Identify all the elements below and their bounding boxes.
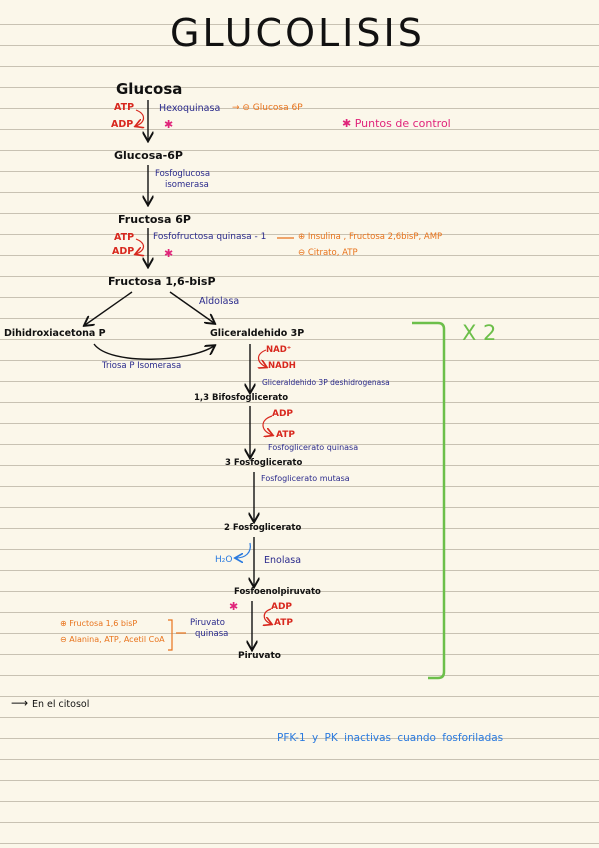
atp-curve-hexoquinasa bbox=[136, 109, 144, 126]
note-phosphorylation: PFK-1 y PK inactivas cuando fosforiladas bbox=[277, 732, 504, 744]
note-location-arrow: ⟶ bbox=[11, 696, 29, 710]
note-location: En el citosol bbox=[32, 699, 90, 710]
enzyme-aldolasa: Aldolasa bbox=[199, 296, 240, 307]
pk-regulation-bracket bbox=[168, 619, 173, 651]
metabolite-13-bifosfoglicerato: 1,3 Bifosfoglicerato bbox=[194, 393, 289, 403]
metabolite-glucosa: Glucosa bbox=[116, 80, 183, 98]
metabolite-glucosa-6p: Glucosa-6P bbox=[114, 149, 183, 162]
control-asterisk-hexoquinasa: ✱ bbox=[164, 118, 174, 131]
adp-curve-pgk bbox=[262, 415, 272, 435]
cofactor-atp-pgk: ATP bbox=[276, 430, 296, 440]
enzyme-piruvato-quinasa-line1: Piruvato bbox=[190, 618, 225, 628]
legend-puntos-de-control: ✱ Puntos de control bbox=[342, 117, 451, 130]
multiplier-x2: X 2 bbox=[462, 321, 497, 345]
metabolite-gliceraldehido-3p: Gliceraldehido 3P bbox=[210, 328, 305, 339]
metabolite-2-fosfoglicerato: 2 Fosfoglicerato bbox=[224, 523, 302, 533]
enzyme-fosfoglicerato-quinasa: Fosfoglicerato quinasa bbox=[268, 443, 359, 452]
cofactor-adp-pgk: ADP bbox=[272, 409, 294, 419]
metabolite-fructosa-16-bisp: Fructosa 1,6-bisP bbox=[108, 275, 216, 288]
enzyme-gliceraldehido-3p-deshidrogenasa: Gliceraldehido 3P deshidrogenasa bbox=[262, 378, 390, 387]
arrow-f16bp-to-dhap bbox=[85, 291, 133, 325]
enzyme-fosfoglucosa-isomerasa-line2: isomerasa bbox=[165, 180, 209, 190]
cofactor-h2o-enolasa: H₂O bbox=[215, 555, 233, 565]
regulation-pk-inhibitors: ⊖ Alanina, ATP, Acetil CoA bbox=[60, 635, 165, 644]
cofactor-nad-gapdh: NAD⁺ bbox=[266, 345, 292, 355]
arrow-triosa-isomerasa bbox=[93, 343, 214, 360]
metabolite-piruvato: Piruvato bbox=[238, 651, 281, 661]
enzyme-fosfoglucosa-isomerasa-line1: Fosfoglucosa bbox=[155, 169, 211, 179]
adp-curve-pk bbox=[264, 608, 271, 624]
enzyme-pfk1: Fosfofructosa quinasa - 1 bbox=[153, 232, 267, 242]
enzyme-triosa-p-isomerasa: Triosa P Isomerasa bbox=[102, 361, 182, 371]
cofactor-adp-hexoquinasa: ADP bbox=[111, 119, 134, 130]
regulation-hexoquinasa-inhibitor: → ⊖ Glucosa 6P bbox=[232, 103, 303, 113]
arrow-f16bp-to-g3p bbox=[169, 291, 214, 323]
nad-curve-gapdh bbox=[259, 349, 267, 367]
control-asterisk-pk: ✱ bbox=[229, 600, 239, 613]
metabolite-fosfoenolpiruvato: Fosfoenolpiruvato bbox=[234, 587, 321, 597]
water-curve-enolasa bbox=[236, 542, 251, 558]
enzyme-enolasa: Enolasa bbox=[264, 555, 302, 566]
cofactor-adp-pk: ADP bbox=[271, 602, 293, 612]
regulation-pfk-activators: ⊕ Insulina , Fructosa 2,6bisP, AMP bbox=[298, 232, 443, 242]
enzyme-hexoquinasa: Hexoquinasa bbox=[159, 103, 221, 114]
cofactor-adp-pfk: ADP bbox=[112, 246, 135, 257]
metabolite-fructosa-6p: Fructosa 6P bbox=[118, 213, 191, 226]
enzyme-fosfoglicerato-mutasa: Fosfoglicerato mutasa bbox=[261, 474, 350, 483]
cofactor-atp-pk: ATP bbox=[274, 618, 294, 628]
metabolite-3-fosfoglicerato: 3 Fosfoglicerato bbox=[225, 458, 303, 468]
enzyme-piruvato-quinasa-line2: quinasa bbox=[195, 629, 229, 639]
cofactor-nadh-gapdh: NADH bbox=[268, 361, 296, 371]
page-title: GLUCOLISIS bbox=[170, 11, 425, 55]
metabolite-dihidroxiacetona-p: Dihidroxiacetona P bbox=[4, 328, 106, 339]
regulation-pk-activator: ⊕ Fructosa 1,6 bisP bbox=[60, 619, 138, 628]
control-asterisk-pfk: ✱ bbox=[164, 247, 174, 260]
atp-curve-pfk bbox=[136, 238, 144, 254]
cofactor-atp-hexoquinasa: ATP bbox=[114, 102, 135, 113]
cofactor-atp-pfk: ATP bbox=[114, 232, 135, 243]
regulation-pfk-inhibitors: ⊖ Citrato, ATP bbox=[298, 248, 358, 258]
x2-bracket bbox=[412, 321, 446, 680]
